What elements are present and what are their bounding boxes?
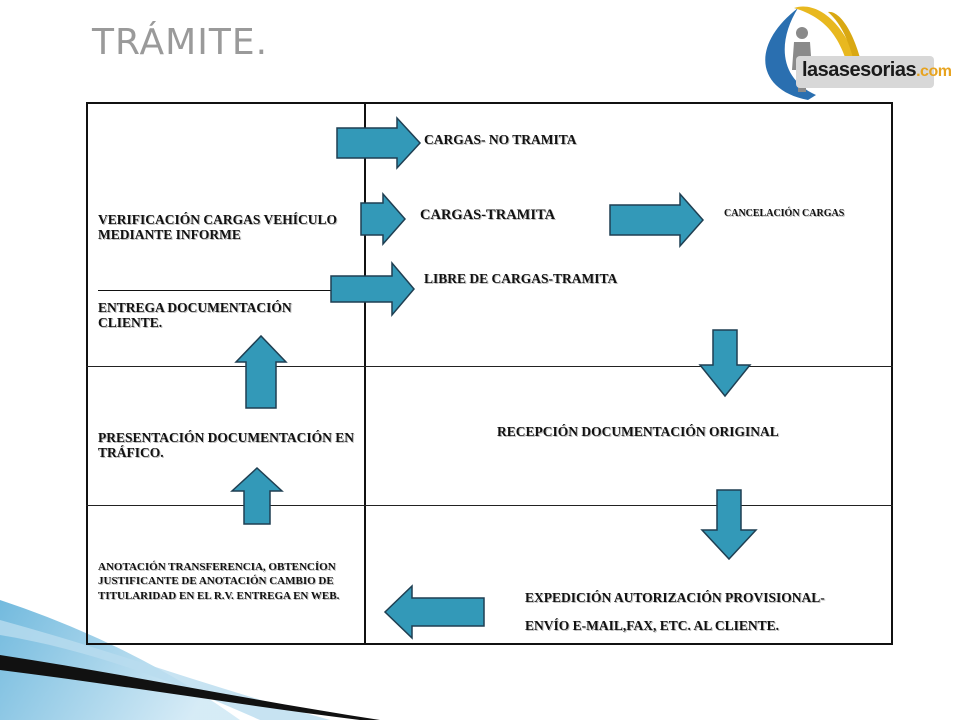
verification-text: VERIFICACIÓN CARGAS VEHÍCULO MEDIANTE IN…	[98, 212, 338, 243]
recepcion-label: RECEPCIÓN DOCUMENTACIÓN ORIGINAL	[497, 424, 779, 439]
delivery-text: ENTREGA DOCUMENTACIÓN CLIENTE.	[98, 300, 292, 331]
logo-name: lasasesorias	[802, 59, 917, 81]
arrow-up-presentacion	[230, 466, 284, 525]
cancelacion-label: CANCELACIÓN CARGAS	[724, 208, 845, 219]
process-table	[86, 102, 893, 645]
arrow-down-recepcion	[698, 329, 752, 398]
expedicion-label-line2: ENVÍO E-MAIL,FAX, ETC. AL CLIENTE.	[525, 618, 780, 633]
expedicion-label-line1: EXPEDICIÓN AUTORIZACIÓN PROVISIONAL-	[525, 590, 825, 605]
libre-label: LIBRE DE CARGAS-TRAMITA	[424, 271, 618, 286]
logo-suffix: .com	[916, 63, 952, 80]
arrow-left-anotacion	[383, 584, 485, 640]
annotation-text: ANOTACIÓN TRANSFERENCIA, OBTENCÍON JUSTI…	[98, 561, 340, 602]
logo-text: lasasesorias.com	[802, 59, 952, 82]
tramita-label: CARGAS-TRAMITA	[420, 207, 556, 223]
no-tramita-label: CARGAS- NO TRAMITA	[424, 132, 577, 147]
arrow-up-entrega	[234, 334, 288, 409]
arrow-right-no-tramita	[336, 116, 422, 170]
arrow-right-cancelacion	[609, 192, 705, 248]
row-divider-2	[86, 505, 893, 506]
separator-line	[98, 290, 334, 291]
column-divider	[364, 102, 366, 645]
page-title: TRÁMITE.	[92, 22, 269, 63]
arrow-right-libre	[330, 260, 415, 318]
lasasesorias-logo	[765, 6, 934, 100]
row-divider-1	[86, 366, 893, 367]
decorative-corner-swoosh	[0, 600, 380, 720]
presentation-text: PRESENTACIÓN DOCUMENTACIÓN EN TRÁFICO.	[98, 430, 355, 461]
arrow-right-tramita	[360, 192, 406, 246]
arrow-down-expedicion	[700, 489, 758, 561]
